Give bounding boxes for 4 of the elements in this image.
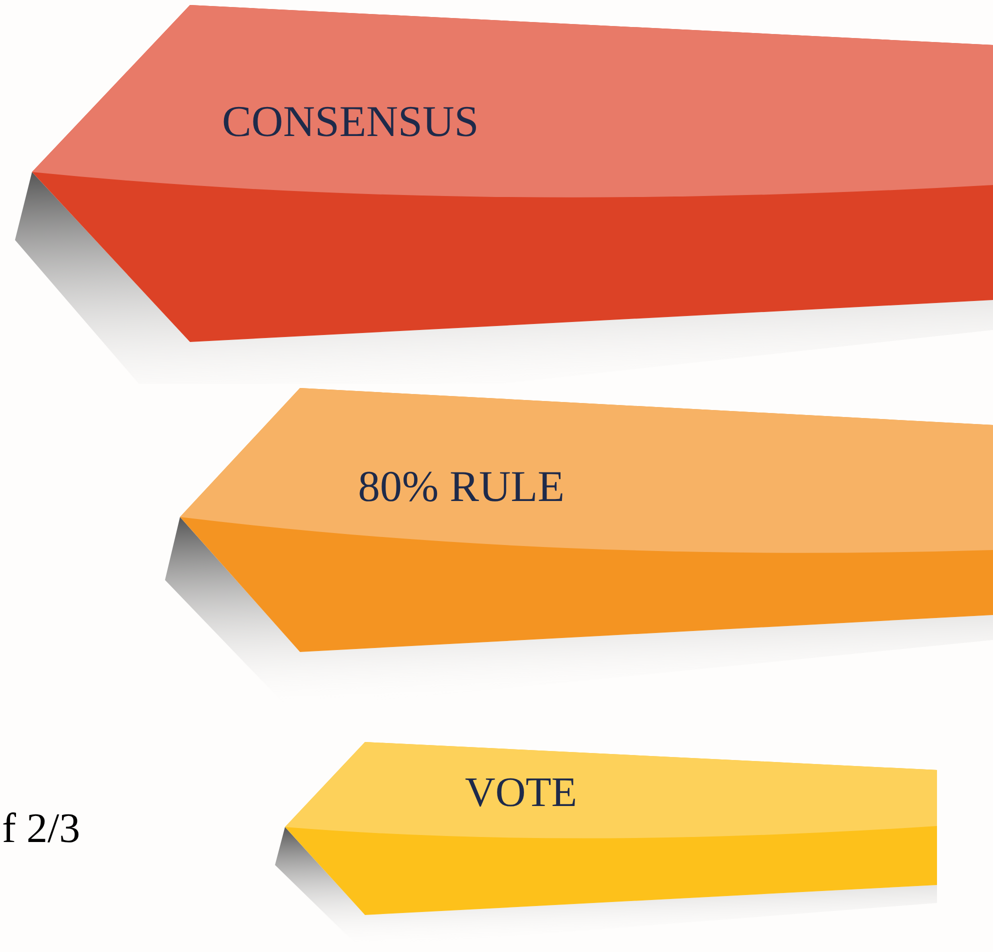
note-text: f 2/3	[2, 808, 80, 850]
banner-label: 80% RULE	[358, 465, 565, 509]
banner-label: CONSENSUS	[222, 100, 479, 144]
banner-label: VOTE	[465, 772, 577, 814]
